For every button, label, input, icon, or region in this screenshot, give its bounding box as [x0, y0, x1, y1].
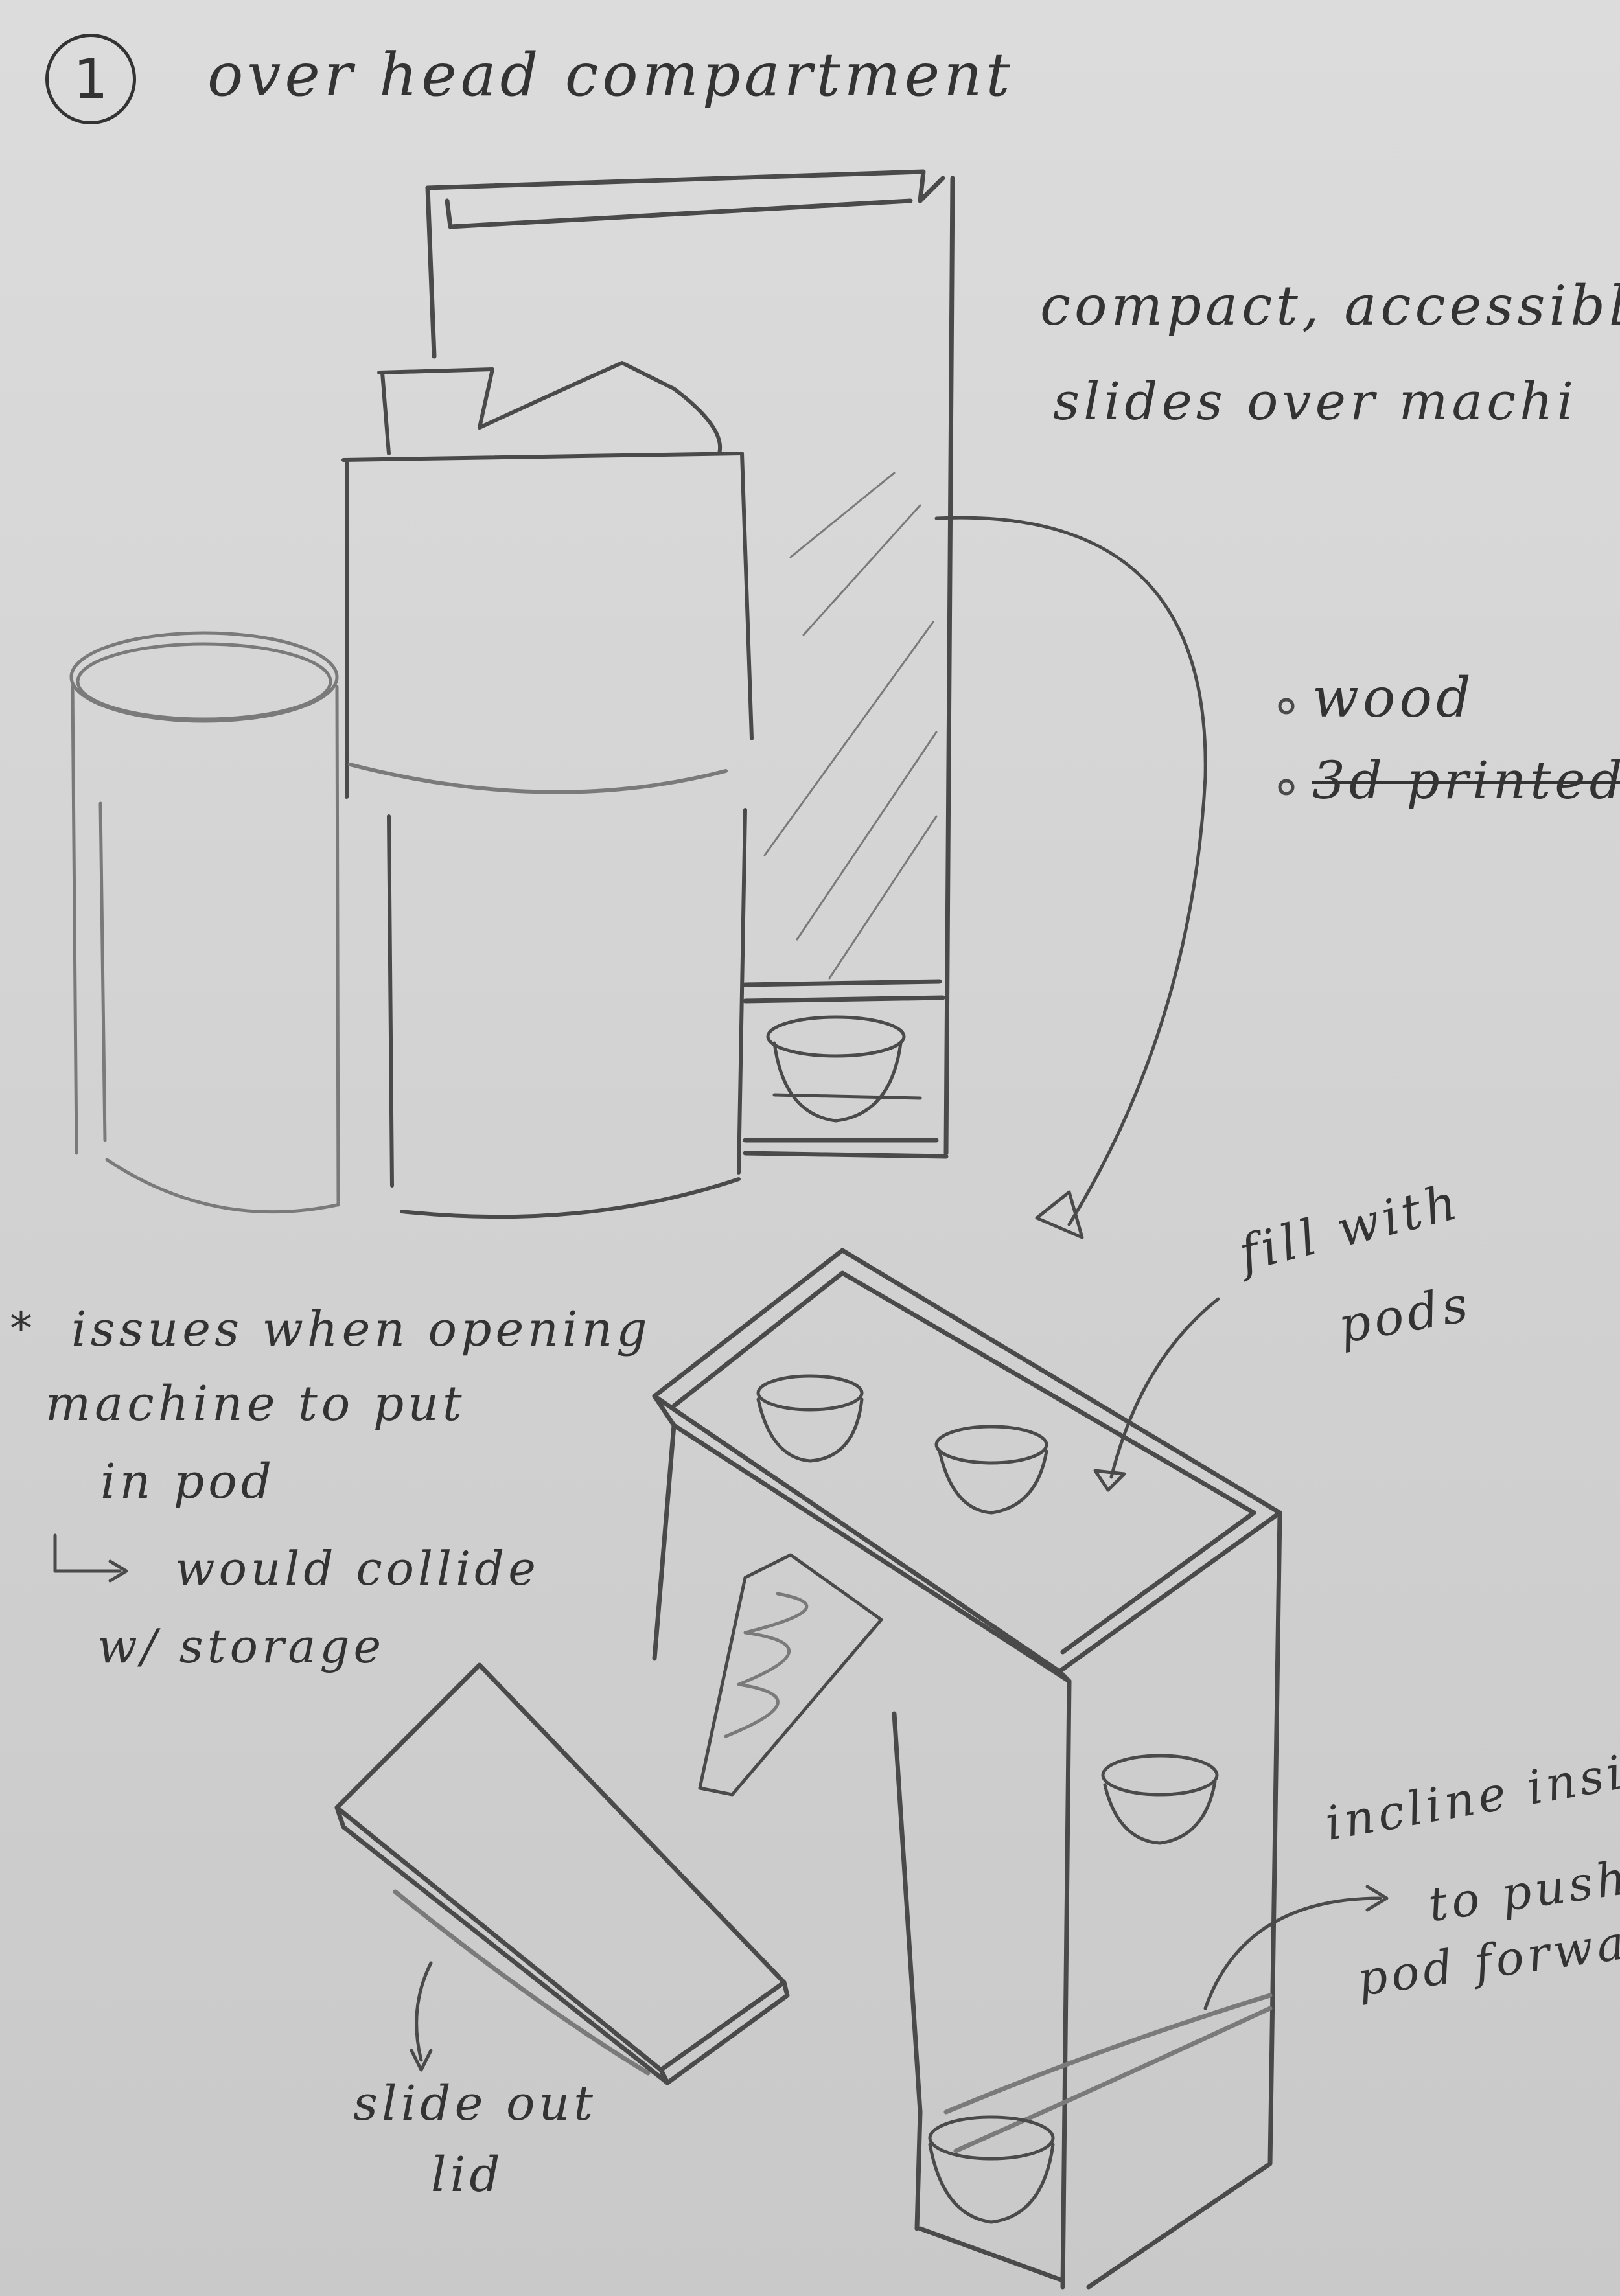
step-number-circle: 1	[45, 34, 136, 124]
pod-icon	[766, 1015, 922, 1123]
issues-note-line3: in pod	[100, 1454, 276, 1510]
storage-box	[652, 1248, 1282, 2290]
would-collide-arrow	[53, 1533, 128, 1583]
issues-note-line1: issues when opening	[71, 1302, 651, 1357]
bullet-icon	[1278, 779, 1295, 796]
incline-arrow	[1203, 1885, 1389, 2010]
asterisk-icon: *	[10, 1302, 32, 1355]
material-option-3d-printed: 3d printed	[1312, 750, 1620, 810]
pod-icon	[928, 2115, 1055, 2224]
pod-icon	[1101, 1754, 1219, 1845]
issues-note-line5: w/ storage	[97, 1619, 386, 1673]
material-option-wood: wood	[1312, 666, 1475, 729]
slide-out-lid	[334, 1662, 790, 2085]
issues-note-line4: would collide	[175, 1541, 540, 1596]
note-description-line1: compact, accessible	[1040, 274, 1620, 338]
pod-icon	[756, 1374, 864, 1463]
slide-note-line2: lid	[431, 2147, 504, 2203]
fill-arrow	[1093, 1297, 1220, 1492]
water-tank-cylinder	[69, 631, 340, 1214]
curved-arrow	[934, 516, 1207, 1239]
coffee-machine-body	[341, 361, 754, 1219]
issues-note-line2: machine to put	[45, 1376, 466, 1432]
note-description-line2: slides over machi	[1053, 371, 1578, 431]
slide-note-line1: slide out	[353, 2076, 597, 2131]
pod-icon	[934, 1425, 1048, 1515]
pod-slot-opening	[698, 1553, 883, 1797]
bullet-icon	[1278, 698, 1295, 715]
overhead-compartment	[425, 169, 955, 1159]
page-title: over head compartment	[207, 40, 1014, 109]
slide-arrow	[410, 1961, 433, 2072]
